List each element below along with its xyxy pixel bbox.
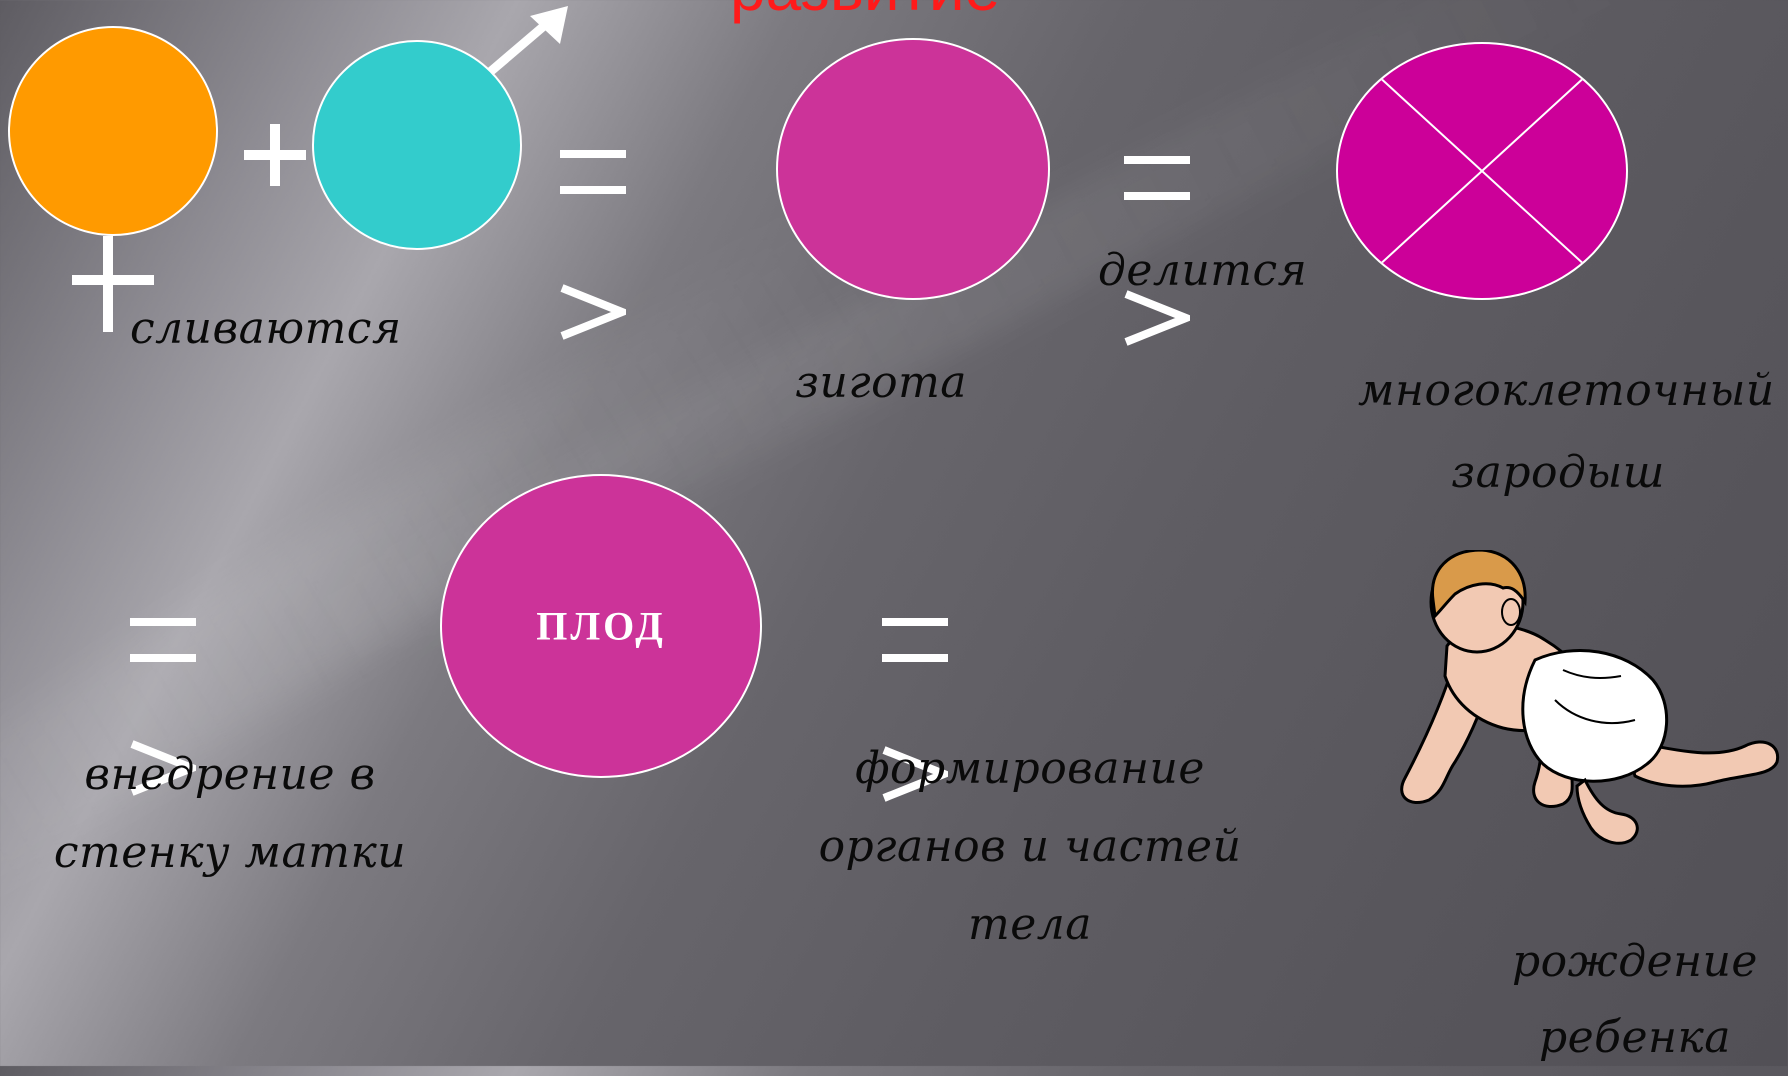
label-implant: внедрение в стенку матки <box>53 749 407 878</box>
arrow-2-equals <box>1124 156 1190 200</box>
label-birth: рождение ребенка <box>1512 936 1758 1063</box>
fetus-label: ПЛОД <box>536 603 666 649</box>
zygote-cell <box>776 38 1050 300</box>
arrow-4-equals <box>882 618 948 662</box>
arrow-1-greater <box>560 284 633 340</box>
plus-sign <box>240 120 310 190</box>
baby-icon <box>1385 548 1785 890</box>
arrow-1-equals <box>560 150 626 194</box>
arrow-2-greater <box>1124 290 1197 346</box>
male-symbol-icon <box>486 6 572 76</box>
page-title: развитие <box>730 0 1000 20</box>
embryo-cell <box>1336 42 1628 300</box>
label-embryo: многоклеточный зародыш <box>1358 365 1775 498</box>
sperm-cell <box>312 40 522 250</box>
label-zygote: зигота <box>795 357 968 408</box>
fetus-cell: ПЛОД <box>440 474 762 778</box>
arrow-4-greater <box>882 746 955 802</box>
arrow-3-equals <box>130 618 196 662</box>
label-organs: формирование органов и частей тела <box>818 743 1242 950</box>
label-fuse: сливаются <box>130 303 402 354</box>
egg-cell <box>8 26 218 236</box>
arrow-3-greater <box>130 740 203 796</box>
female-symbol-icon <box>72 236 162 336</box>
label-divides: делится <box>1098 245 1308 296</box>
